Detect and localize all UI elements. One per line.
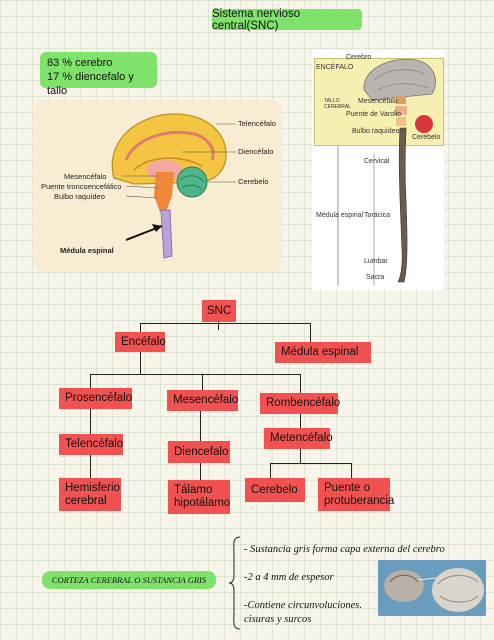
connector [90,374,91,388]
page-title-text: Sistema nervioso central(SNC) [212,7,301,32]
node-rombencefalo-text: Rombencéfalo [266,397,341,409]
connector [351,463,352,478]
label-cerebro-cns: Cerebro [346,54,372,61]
connector [310,323,311,343]
node-rombencefalo: Rombencéfalo [260,393,341,414]
cortex-note-3: -Contiene circunvoluciones. cisuras y su… [244,600,362,625]
connector [218,322,219,330]
label-cerebelo-cns: Cerebelo [412,134,441,141]
label-mesencefalo: Mesencéfalo [64,172,107,181]
node-encefalo-text: Encéfalo [121,335,166,348]
connector [270,463,352,464]
node-telencefalo: Telencéfalo [59,434,123,455]
connector [300,413,301,428]
connector [300,449,301,463]
label-diencefalo: Diencéfalo [238,147,274,156]
node-puente-text: Puente o protuberancia [324,481,395,507]
connector [90,374,301,375]
stats-box: 83 % cerebro 17 % diencefalo y tallo [40,52,157,97]
node-prosencefalo: Prosencéfalo [59,388,132,409]
node-metencefalo-text: Metencéfalo [270,432,333,444]
stats-diencefalo: 17 % diencefalo y tallo [47,71,134,97]
label-bulbo-cns: Bulbo raquídeo [352,128,400,135]
node-telencefalo-text: Telencéfalo [65,438,124,450]
label-tallo-cns: TALLO CEREBRAL [324,98,351,110]
node-medula-espinal: Médula espinal [275,342,371,363]
connector [202,374,203,390]
connector [140,323,311,324]
node-diencefalo: Diencefalo [168,441,230,463]
curly-brace [228,536,241,630]
node-encefalo: Encéfalo [115,332,166,352]
node-hemisferio: Hemisferio cerebral [59,478,121,511]
connector [90,455,91,478]
node-hemisferio-text: Hemisferio cerebral [65,481,120,507]
label-mesencefalo-cns: Mesencéfalo [358,98,398,105]
label-toracica-cns: Torácica [364,212,391,219]
node-medula-espinal-text: Médula espinal [281,346,359,358]
node-talamo: Tálamo hipotálamo [168,480,230,514]
node-mesencefalo: Mesencéfalo [167,390,238,411]
node-snc: SNC [202,300,236,322]
node-cerebelo-text: Cerebelo [251,483,298,496]
label-encefalo-cns: ENCÉFALO [316,64,354,71]
connector [300,374,301,394]
node-talamo-text: Tálamo hipotálamo [174,484,231,509]
brain-figure: Telencéfalo Diencéfalo Mesencéfalo Puent… [34,100,282,272]
brain-section-image [378,560,486,616]
label-telencefalo: Telencéfalo [238,119,276,128]
cortex-note-2: -2 a 4 mm de espesor [244,572,334,583]
cortex-note-1: - Sustancia gris forma capa externa del … [244,544,445,555]
cns-illustration [337,58,436,286]
connector [200,463,201,480]
label-cervical-cns: Cervical [364,158,390,165]
cns-figure: Cerebro ENCÉFALO TALLO CEREBRAL Mesencéf… [312,50,444,290]
node-prosencefalo-text: Prosencéfalo [65,392,133,404]
cortex-label-box: CORTEZA CEREBRAL O SUSTANCIA GRIS [42,571,216,589]
label-lumbar-cns: Lumbar [364,258,388,265]
label-medula-cns: Médula espinal [316,212,364,219]
connector [200,411,201,441]
connector [140,323,141,333]
node-mesencefalo-text: Mesencéfalo [173,394,239,406]
brain-sagittal-illustration [111,113,236,259]
node-diencefalo-text: Diencefalo [174,445,229,458]
label-puente: Puente troncoencefálico [41,182,122,191]
label-sacra-cns: Sacra [366,274,385,281]
connector [270,463,271,478]
node-cerebelo: Cerebelo [245,478,305,502]
stats-cerebro: 83 % cerebro [47,57,113,69]
label-bulbo: Bulbo raquídeo [54,192,105,201]
node-metencefalo: Metencéfalo [264,428,333,449]
cortex-label-text: CORTEZA CEREBRAL O SUSTANCIA GRIS [51,575,207,585]
label-medula: Médula espinal [60,246,114,255]
node-puente: Puente o protuberancia [318,478,394,511]
node-snc-text: SNC [206,304,232,317]
connector [140,352,141,374]
label-cerebelo: Cerebelo [238,177,269,186]
connector [90,409,91,435]
brain-section-illustration [378,560,486,616]
label-puente-cns: Puente de Varolio [346,111,402,118]
page-title: Sistema nervioso central(SNC) [212,7,362,32]
